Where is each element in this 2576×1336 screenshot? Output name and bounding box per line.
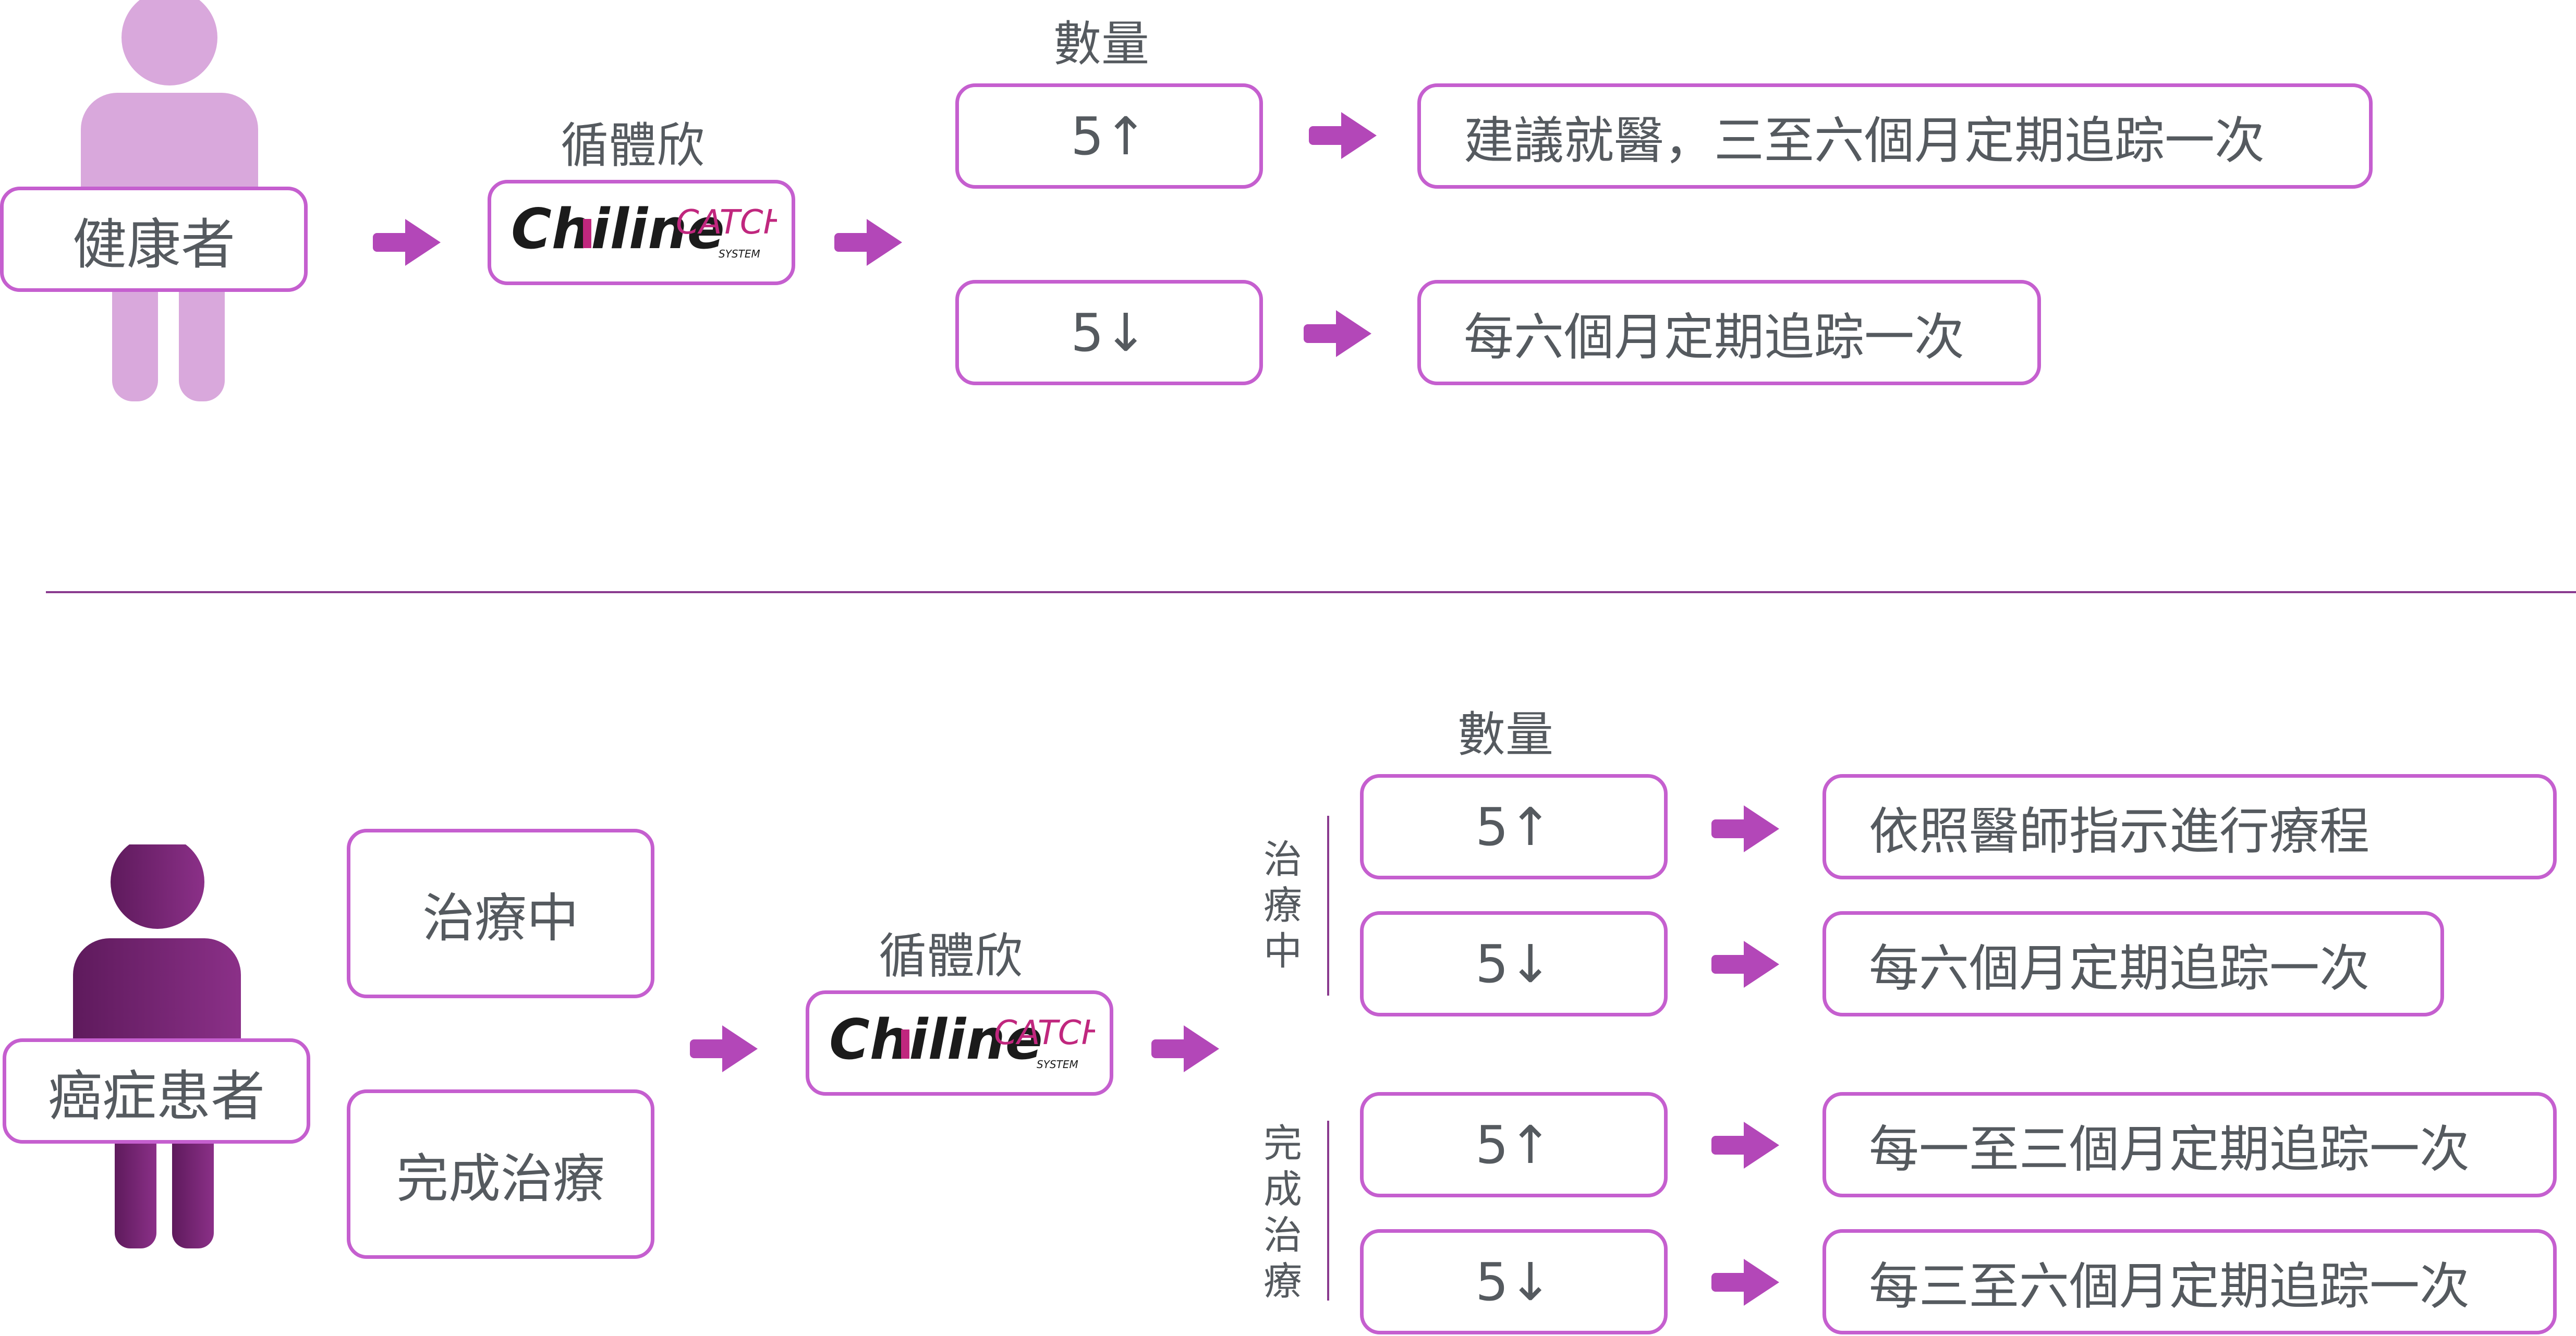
patient-chiline-logo-box: Chiline CATCH SYSTEM bbox=[806, 990, 1113, 1096]
section-divider bbox=[46, 591, 2576, 593]
right-arrow-icon bbox=[1304, 310, 1371, 357]
group-bracket-treatment-done bbox=[1327, 1121, 1329, 1301]
healthy-quantity-header: 數量 bbox=[1053, 16, 1150, 72]
right-arrow-icon bbox=[1711, 941, 1779, 988]
patient-person-label: 癌症患者 bbox=[3, 1038, 310, 1144]
patient-result-g1-high: 依照醫師指示進行療程 bbox=[1822, 774, 2557, 879]
healthy-result-low: 每六個月定期追踪一次 bbox=[1417, 280, 2041, 385]
healthy-product-label: 循體欣 bbox=[561, 118, 705, 174]
healthy-result-high: 建議就醫，三至六個月定期追踪一次 bbox=[1417, 83, 2373, 189]
chiline-catch-logo: Chiline CATCH SYSTEM bbox=[829, 1008, 1095, 1072]
group-label-treatment-done: 完 成 治 療 bbox=[1263, 1121, 1302, 1304]
svg-text:Chiline: Chiline bbox=[829, 1008, 1043, 1072]
patient-count-g2-low: 5↓ bbox=[1360, 1229, 1668, 1334]
healthy-count-high: 5↑ bbox=[955, 83, 1263, 189]
right-arrow-icon bbox=[834, 219, 902, 266]
patient-product-label: 循體欣 bbox=[879, 928, 1023, 984]
healthy-person-label: 健康者 bbox=[0, 187, 308, 292]
patient-result-g2-high: 每一至三個月定期追踪一次 bbox=[1822, 1092, 2557, 1197]
right-arrow-icon bbox=[373, 219, 441, 266]
svg-text:SYSTEM: SYSTEM bbox=[1037, 1058, 1078, 1071]
right-arrow-icon bbox=[1309, 112, 1377, 159]
group-label-in-treatment: 治 療 中 bbox=[1263, 837, 1302, 974]
patient-quantity-header: 數量 bbox=[1457, 707, 1554, 763]
svg-text:CATCH: CATCH bbox=[994, 1014, 1095, 1052]
healthy-chiline-logo-box: Chiline CATCH SYSTEM bbox=[488, 180, 795, 285]
patient-result-g1-low: 每六個月定期追踪一次 bbox=[1822, 911, 2444, 1016]
right-arrow-icon bbox=[690, 1025, 758, 1072]
chiline-catch-logo: Chiline CATCH SYSTEM bbox=[511, 197, 777, 261]
svg-text:SYSTEM: SYSTEM bbox=[719, 248, 760, 260]
patient-count-g1-low: 5↓ bbox=[1360, 911, 1668, 1016]
right-arrow-icon bbox=[1711, 1259, 1779, 1306]
right-arrow-icon bbox=[1711, 1122, 1779, 1169]
status-treatment-done: 完成治療 bbox=[347, 1089, 654, 1259]
svg-text:CATCH: CATCH bbox=[676, 203, 777, 242]
status-in-treatment: 治療中 bbox=[347, 829, 654, 998]
group-bracket-in-treatment bbox=[1327, 816, 1329, 996]
healthy-count-low: 5↓ bbox=[955, 280, 1263, 385]
patient-count-g1-high: 5↑ bbox=[1360, 774, 1668, 879]
right-arrow-icon bbox=[1711, 805, 1779, 852]
patient-result-g2-low: 每三至六個月定期追踪一次 bbox=[1822, 1229, 2557, 1334]
svg-text:Chiline: Chiline bbox=[511, 197, 725, 261]
right-arrow-icon bbox=[1151, 1025, 1219, 1072]
patient-count-g2-high: 5↑ bbox=[1360, 1092, 1668, 1197]
